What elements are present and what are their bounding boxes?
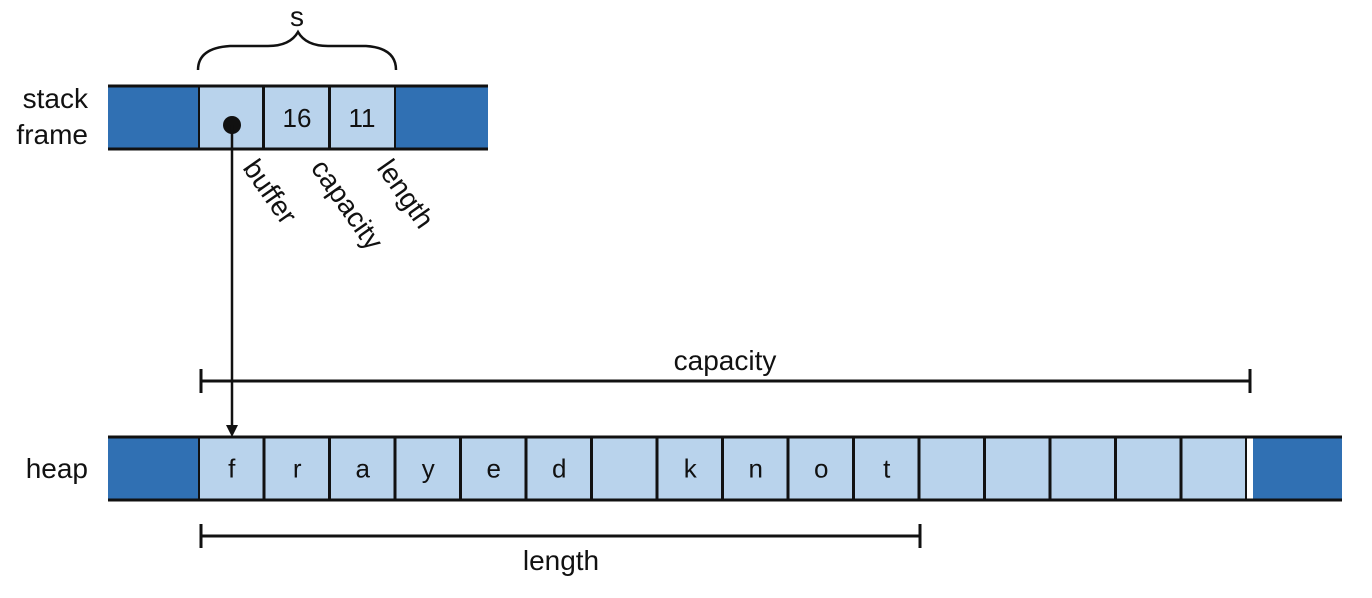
length-bracket-label: length (523, 545, 599, 576)
stack-cell-capacity (263, 85, 330, 150)
length-bracket (199, 524, 922, 548)
heap-cell-char: o (814, 454, 828, 484)
heap-label: heap (26, 453, 88, 484)
field-label-length: length (371, 154, 440, 234)
heap-cell-char: f (228, 454, 236, 484)
stack-padding-right (396, 86, 488, 149)
heap-cell (460, 436, 527, 501)
heap-padding-right (1253, 437, 1342, 500)
heap-cell (1115, 436, 1182, 501)
stack-capacity-value: 16 (283, 103, 312, 133)
struct-name-label: s (290, 1, 304, 32)
struct-brace (196, 29, 398, 71)
stack-padding-left (108, 86, 198, 149)
heap-cell (1180, 436, 1247, 501)
stack-label-line1: stack (23, 83, 89, 114)
capacity-bracket-label: capacity (674, 345, 777, 376)
heap-cell-char: d (552, 454, 566, 484)
stack-frame: 16 11 (108, 84, 488, 151)
heap-cell (918, 436, 985, 501)
heap-cell-char: t (883, 454, 891, 484)
heap-cell-char: e (487, 454, 501, 484)
heap-cell-char: r (293, 454, 302, 484)
field-label-buffer: buffer (237, 154, 303, 230)
heap-cell (722, 436, 789, 501)
stack-label-line2: frame (16, 119, 88, 150)
heap-cell (1049, 436, 1116, 501)
stack-length-value: 11 (349, 103, 376, 133)
heap-cell-char: a (356, 454, 371, 484)
heap-cell (984, 436, 1051, 501)
heap-cell-char: n (749, 454, 763, 484)
heap-padding-left (108, 437, 198, 500)
heap-cell (591, 436, 658, 501)
heap-cell-char: k (684, 454, 698, 484)
heap-cell-char: y (422, 454, 435, 484)
capacity-bracket (199, 369, 1252, 393)
